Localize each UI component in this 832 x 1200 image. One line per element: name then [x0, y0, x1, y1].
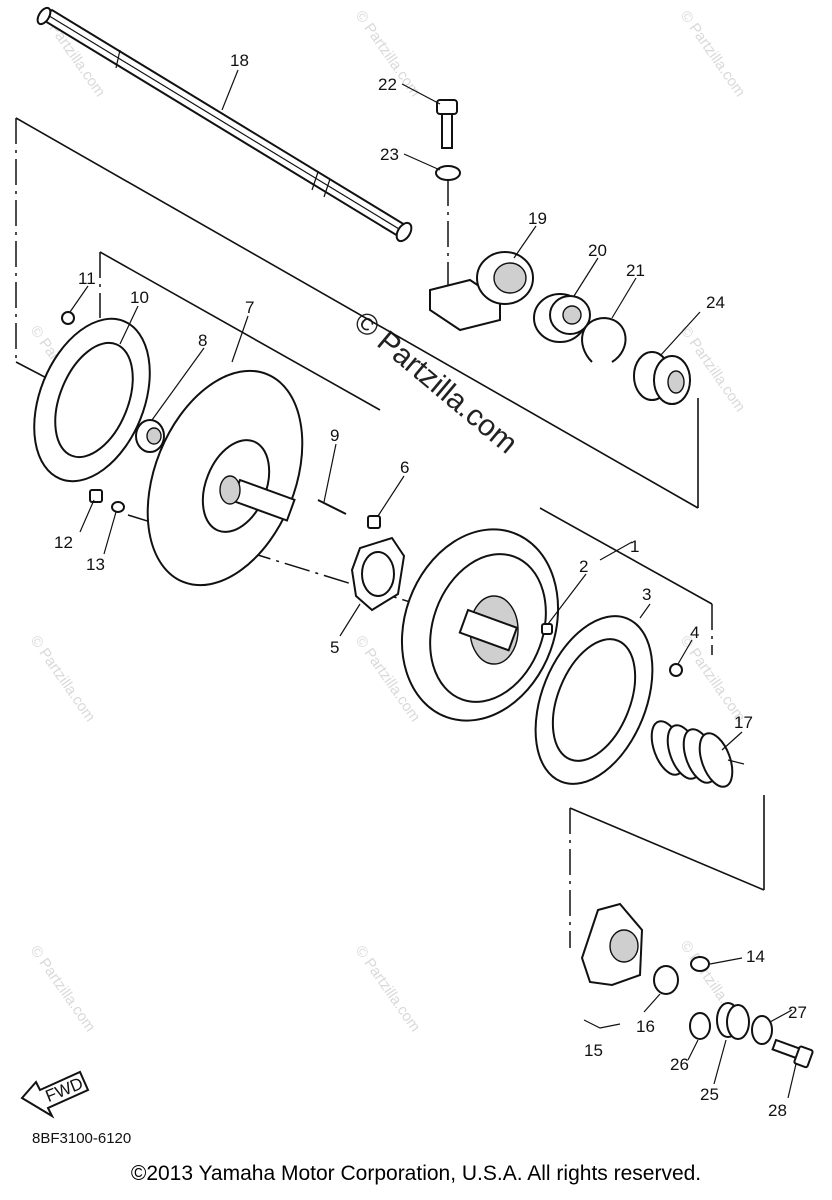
callout-8: 8	[198, 331, 207, 350]
callout-13: 13	[86, 555, 105, 574]
callout-11: 11	[78, 269, 96, 288]
watermark: © Partzilla.com	[27, 943, 99, 1036]
callout-15: 15	[584, 1041, 603, 1060]
part-14-nut	[690, 956, 710, 972]
part-17-spring	[650, 720, 745, 788]
callout-21: 21	[626, 261, 645, 280]
watermark-large: © Partzilla.com	[348, 305, 524, 460]
part-21-circlip	[581, 316, 627, 363]
callout-14: 14	[746, 947, 765, 966]
callout-25: 25	[700, 1085, 719, 1104]
callout-27: 27	[788, 1003, 807, 1022]
callout-16: 16	[636, 1017, 655, 1036]
callout-18: 18	[230, 51, 249, 70]
callout-4: 4	[690, 623, 699, 642]
part-16-bushing	[653, 965, 679, 995]
callout-20: 20	[588, 241, 607, 260]
callout-10: 10	[130, 288, 149, 307]
copyright-notice: ©2013 Yamaha Motor Corporation, U.S.A. A…	[130, 1162, 702, 1185]
callout-12: 12	[54, 533, 73, 552]
group-frames	[15, 117, 765, 948]
part-22-bolt	[436, 99, 458, 149]
callout-22: 22	[378, 75, 397, 94]
part-27-washer	[751, 1015, 773, 1045]
callout-2: 2	[579, 557, 588, 576]
fwd-arrow-icon: FWD	[20, 1070, 90, 1119]
part-4-screw	[669, 663, 683, 677]
part-23-washer	[435, 165, 461, 181]
callout-7: 7	[245, 298, 254, 317]
part-9-pin	[317, 499, 347, 515]
part-20-bearing	[533, 293, 591, 343]
watermark: © Partzilla.com	[27, 633, 99, 726]
watermark: © Partzilla.com	[677, 8, 749, 101]
part-1-movable-sheave	[400, 528, 560, 722]
part-15-cam-housing	[580, 902, 644, 987]
callout-28: 28	[768, 1101, 787, 1120]
callout-5: 5	[330, 638, 339, 657]
part-3-plate	[534, 615, 654, 785]
part-7-fixed-sheave	[146, 369, 304, 587]
part-6-bolt	[367, 515, 381, 529]
callout-9: 9	[330, 426, 339, 445]
part-26-collar	[689, 1012, 711, 1040]
callout-26: 26	[670, 1055, 689, 1074]
callout-labels: 1 2 3 4 5 6 7 8 9 10 11 12 13 14 15 16 1…	[54, 51, 807, 1120]
callout-19: 19	[528, 209, 547, 228]
part-12-bolt	[89, 489, 103, 503]
callout-24: 24	[706, 293, 725, 312]
part-10-flange-plate	[33, 317, 151, 483]
part-5-gasket-plate	[350, 536, 406, 612]
part-25-washers	[716, 1002, 750, 1040]
part-18-shaft	[36, 6, 413, 243]
part-2-bolt	[541, 623, 553, 635]
part-19-bearing-housing	[429, 251, 534, 332]
callout-1: 1	[630, 537, 639, 556]
part-11-screw	[61, 311, 75, 325]
part-8-bushing	[135, 419, 165, 453]
part-13-washer	[111, 501, 125, 513]
callout-3: 3	[642, 585, 651, 604]
callout-17: 17	[734, 713, 753, 732]
leader-lines	[69, 69, 797, 1099]
callout-23: 23	[380, 145, 399, 164]
part-28-bolt	[771, 1038, 814, 1069]
watermark: © Partzilla.com	[352, 943, 424, 1036]
part-24-bushings	[633, 351, 691, 405]
diagram-code: 8BF3100-6120	[32, 1130, 132, 1147]
callout-6: 6	[400, 458, 409, 477]
